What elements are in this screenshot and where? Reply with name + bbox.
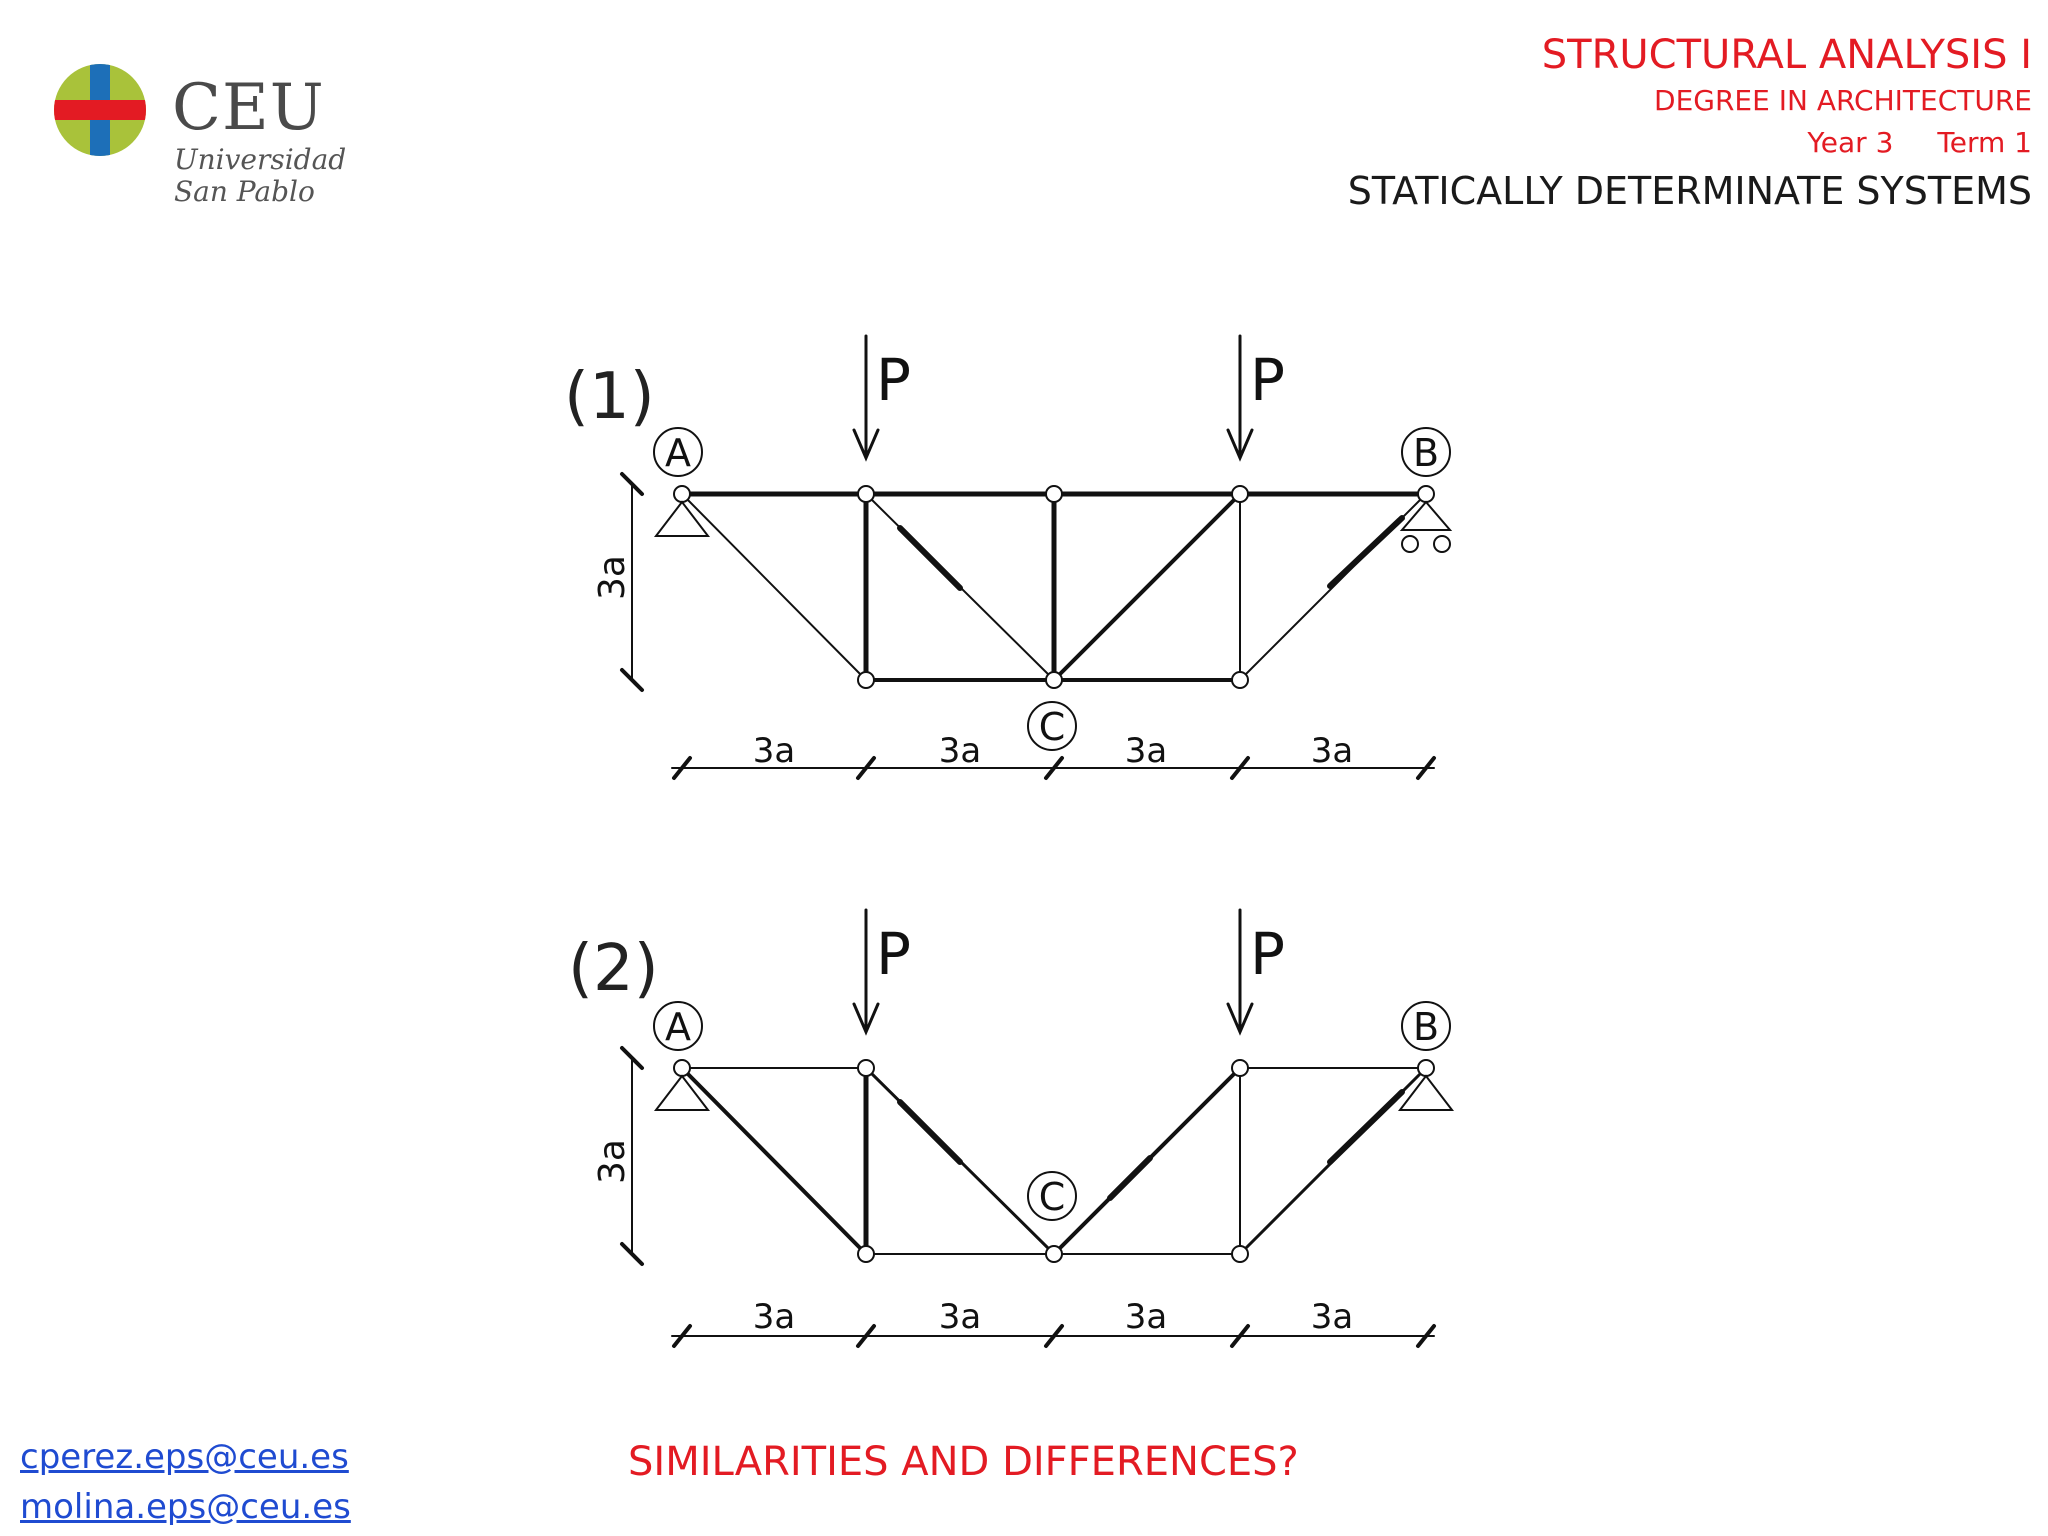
height-dimension: 3a	[592, 472, 644, 692]
load-arrow-right: P	[1226, 908, 1285, 1036]
dimension-label: 3a	[592, 1139, 633, 1184]
email-link-1[interactable]: cperez.eps@ceu.es	[20, 1437, 349, 1477]
load-label: P	[1250, 920, 1285, 988]
pin-support-a	[653, 500, 711, 537]
load-arrow-left: P	[852, 908, 911, 1036]
dimension-label: 3a	[1125, 731, 1167, 771]
logo-line-1: Universidad	[174, 143, 347, 176]
pin-support-b	[1397, 1074, 1455, 1111]
truss-1: (1) P P	[564, 334, 1453, 780]
dimension-label: 3a	[753, 731, 795, 771]
load-label: P	[876, 920, 911, 988]
subject-title: STATICALLY DETERMINATE SYSTEMS	[1347, 169, 2032, 213]
degree-name: DEGREE IN ARCHITECTURE	[1654, 84, 2032, 117]
node-label-b: B	[1401, 1001, 1451, 1051]
dimension-label: 3a	[1311, 731, 1353, 771]
svg-text:B: B	[1413, 1005, 1439, 1049]
course-title: STRUCTURAL ANALYSIS I	[1541, 32, 2032, 78]
contact-emails: cperez.eps@ceu.es molina.eps@ceu.es	[20, 1432, 351, 1532]
svg-text:A: A	[665, 1005, 691, 1049]
dimension-label: 3a	[1125, 1297, 1167, 1337]
dimension-label: 3a	[753, 1297, 795, 1337]
node-label-c: C	[1027, 701, 1077, 751]
dimension-label: 3a	[939, 1297, 981, 1337]
node-label-c: C	[1027, 1171, 1077, 1221]
dimension-label: 3a	[592, 555, 633, 600]
svg-text:C: C	[1039, 705, 1066, 749]
year-label: Year 3	[1807, 126, 1894, 159]
node-label-a: A	[653, 427, 703, 477]
year-term: Year 3 Term 1	[1348, 122, 2032, 164]
svg-text:B: B	[1413, 431, 1439, 475]
span-dimensions: 3a 3a 3a 3a	[671, 1297, 1436, 1348]
logo-university-name: Universidad San Pablo	[174, 144, 346, 208]
discussion-question: SIMILARITIES AND DIFFERENCES?	[628, 1439, 1299, 1485]
truss-1-label: (1)	[564, 360, 655, 434]
svg-text:C: C	[1039, 1175, 1066, 1219]
node-label-a: A	[653, 1001, 703, 1051]
load-arrow-left: P	[852, 334, 911, 462]
logo-line-2: San Pablo	[174, 175, 315, 208]
truss-2: (2) P P	[568, 908, 1455, 1348]
height-dimension: 3a	[592, 1046, 644, 1266]
dimension-label: 3a	[939, 731, 981, 771]
dimension-label: 3a	[1311, 1297, 1353, 1337]
load-label: P	[1250, 346, 1285, 414]
ceu-logo: CEU Universidad San Pablo	[52, 58, 372, 218]
ceu-cross-icon	[54, 64, 146, 156]
load-arrow-right: P	[1226, 334, 1285, 462]
truss-2-label: (2)	[568, 932, 659, 1006]
svg-text:A: A	[665, 431, 691, 475]
node-label-b: B	[1401, 427, 1451, 477]
pin-support-a	[653, 1074, 711, 1111]
email-link-2[interactable]: molina.eps@ceu.es	[20, 1487, 351, 1527]
roller-support-b	[1399, 500, 1453, 553]
term-label: Term 1	[1937, 126, 2032, 159]
span-dimensions: 3a 3a 3a 3a	[671, 731, 1436, 780]
course-header: STRUCTURAL ANALYSIS I DEGREE IN ARCHITEC…	[1348, 30, 2032, 218]
logo-wordmark: CEU	[172, 71, 325, 145]
load-label: P	[876, 346, 911, 414]
